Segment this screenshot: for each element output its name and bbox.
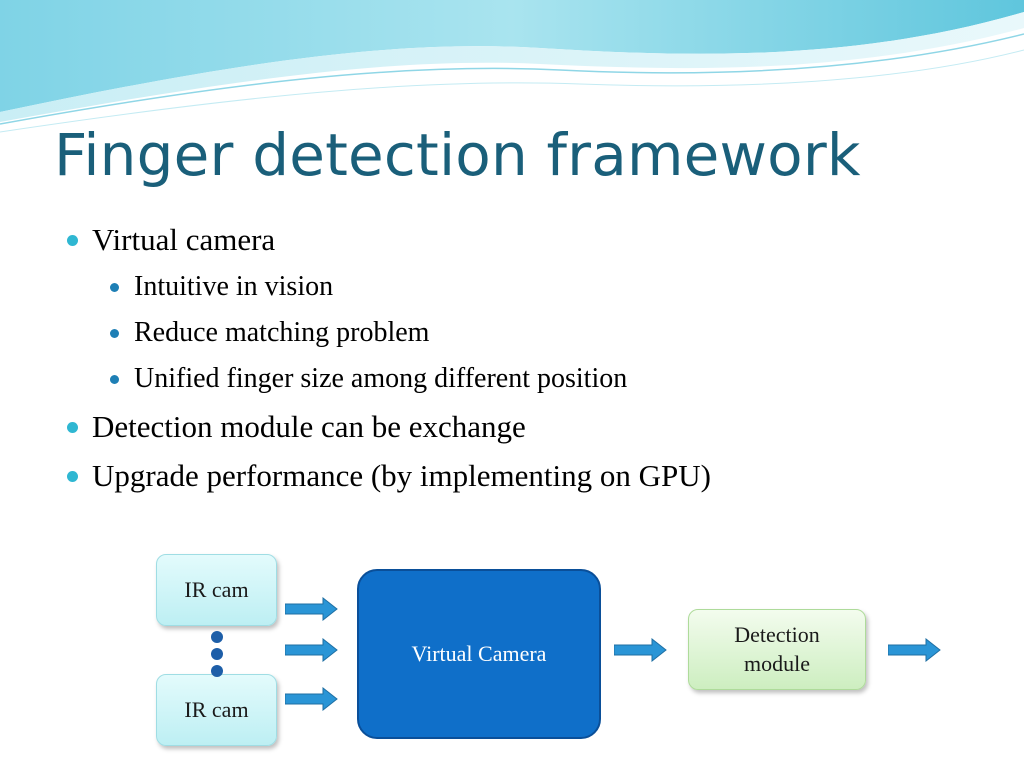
- bullet-detection-module-exchange: Detection module can be exchange: [64, 409, 984, 445]
- arrow-icon: [285, 638, 338, 662]
- detection-module-label-line-1: Detection: [734, 621, 820, 647]
- arrow-icon: [888, 638, 941, 662]
- bullet-virtual-camera: Virtual camera: [64, 222, 984, 258]
- ellipsis-dot-2: [211, 648, 223, 660]
- arrow-icon: [285, 687, 338, 711]
- virtual-camera-label: Virtual Camera: [411, 641, 547, 666]
- sub-bullet-intuitive-in-vision: Intuitive in vision: [64, 271, 984, 303]
- framework-diagram: IR cam IR cam Virtual Camera Detection m…: [0, 540, 1024, 768]
- ellipsis-dot-3: [211, 665, 223, 677]
- ir-cam-box-bottom: IR cam: [156, 674, 277, 746]
- header-wave-decoration: [0, 0, 1024, 133]
- sub-bullet-unified-finger-size: Unified finger size among different posi…: [64, 363, 984, 395]
- bullet-list: Virtual camera Intuitive in vision Reduc…: [64, 222, 984, 506]
- arrow-icon: [614, 638, 667, 662]
- sub-bullet-reduce-matching-problem: Reduce matching problem: [64, 317, 984, 349]
- ir-cam-box-top: IR cam: [156, 554, 277, 626]
- detection-module-label-line-2: module: [744, 650, 810, 676]
- ir-cam-label-top: IR cam: [184, 577, 249, 602]
- bullet-upgrade-performance: Upgrade performance (by implementing on …: [64, 458, 984, 494]
- arrow-icon: [285, 597, 338, 621]
- detection-module-box: Detection module: [688, 609, 866, 690]
- ellipsis-dot-1: [211, 631, 223, 643]
- virtual-camera-box: Virtual Camera: [357, 569, 601, 739]
- slide-title: Finger detection framework: [54, 121, 861, 189]
- ir-cam-label-bottom: IR cam: [184, 697, 249, 722]
